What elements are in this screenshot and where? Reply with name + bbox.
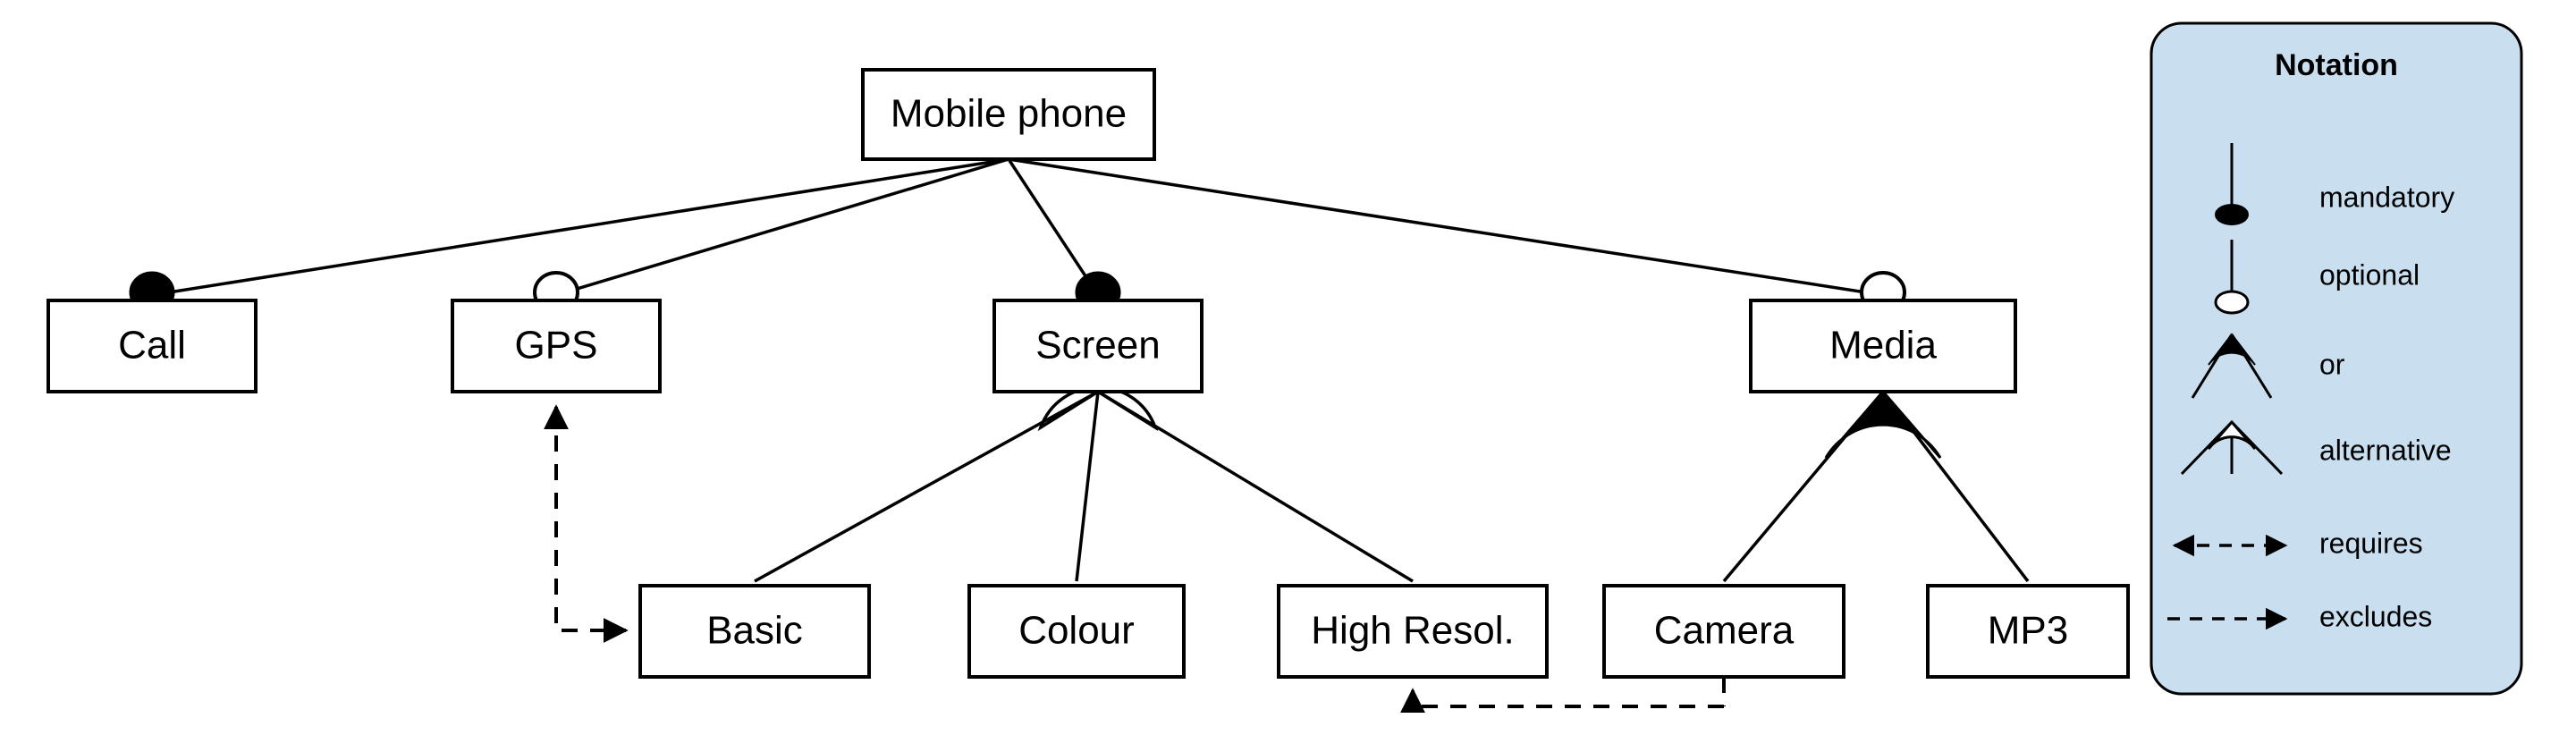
legend-panel-background [2149,21,2523,696]
node-box[interactable] [1926,584,2130,679]
filled-arc-icon [1824,389,1942,459]
node-box[interactable] [1749,299,2017,393]
edge-screen-to-colour [1075,391,1100,582]
constraint-gps-requires-basic [544,404,629,643]
legend-item-label: excludes [2319,600,2432,632]
notation-legend: Notation mandatory optional or [2149,21,2523,696]
legend-item-label: optional [2319,258,2420,291]
edge-mobile-phone-to-call [151,157,1009,297]
node-label: GPS [515,324,598,368]
requires-dashed-connector [1400,688,1724,714]
legend-title: Notation [2275,48,2398,82]
node-label: Screen [1035,324,1160,368]
node-box[interactable] [451,299,662,393]
node-box[interactable] [638,584,871,679]
hollow-circle-stem-icon [2214,290,2250,315]
requires-dashed-connector [544,404,629,643]
filled-arc-icon [2208,333,2256,366]
node-gps[interactable]: GPS [451,299,662,393]
constraint-camera-requires-high-resol [1400,677,1726,714]
legend-item-alternative: alternative [2180,419,2452,476]
edge-screen-to-basic [754,390,1099,583]
legend-item-excludes: excludes [2167,600,2432,632]
edge-mobile-phone-to-media [1008,157,1884,297]
node-label: High Resol. [1311,609,1514,653]
edge-media-to-mp3 [1881,390,2030,583]
edge-mobile-phone-to-gps [555,157,1009,297]
tree-edges-media [1722,390,2030,583]
node-box[interactable] [46,299,258,393]
node-box[interactable] [1277,584,1549,679]
legend-item-label: mandatory [2319,181,2454,213]
node-colour[interactable]: Colour [967,584,1186,679]
node-mp3[interactable]: MP3 [1926,584,2130,679]
legend-item-optional: optional [2214,240,2420,315]
node-box[interactable] [992,299,1204,393]
node-label: Mobile phone [891,92,1127,136]
hollow-arc-icon [2207,419,2257,450]
legend-item-label: requires [2319,527,2423,559]
node-high-resol[interactable]: High Resol. [1277,584,1549,679]
tree-edges-root [151,157,1884,297]
edge-screen-to-high-resol [1097,390,1414,583]
node-mobile-phone[interactable]: Mobile phone [861,68,1156,161]
node-box[interactable] [967,584,1186,679]
node-label: Camera [1654,609,1795,653]
node-box[interactable] [1602,584,1845,679]
node-basic[interactable]: Basic [638,584,871,679]
node-label: Colour [1018,609,1135,653]
node-camera[interactable]: Camera [1602,584,1845,679]
legend-item-label: alternative [2319,434,2452,466]
or-group-media [1824,389,1942,459]
node-label: Media [1829,324,1937,368]
node-label: Call [118,324,186,368]
tree-edges-screen [754,390,1414,583]
legend-item-label: or [2319,348,2345,380]
node-box[interactable] [861,68,1156,161]
node-label: MP3 [1988,609,2068,653]
legend-item-mandatory: mandatory [2215,143,2454,225]
node-screen[interactable]: Screen [992,299,1204,393]
legend-item-requires: requires [2172,527,2423,559]
edge-media-to-camera [1722,390,1885,583]
edge-mobile-phone-to-screen [1007,158,1100,296]
node-media[interactable]: Media [1749,299,2017,393]
legend-item-or: or [2191,333,2345,399]
filled-circle-stem-icon [2215,204,2249,225]
node-call[interactable]: Call [46,299,258,393]
node-label: Basic [706,609,803,653]
